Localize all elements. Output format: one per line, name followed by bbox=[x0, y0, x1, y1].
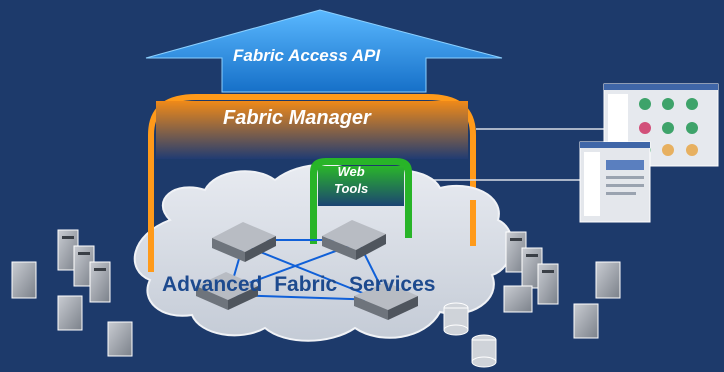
switch-icon bbox=[322, 220, 386, 260]
api-arrow bbox=[145, 9, 503, 93]
fabric-manager-label: Fabric Manager bbox=[223, 107, 371, 129]
fabric-manager-left-pillar bbox=[148, 200, 154, 272]
screenshot-thumbnail-icon bbox=[579, 141, 651, 223]
fabric-manager-right-pillar bbox=[470, 200, 476, 246]
web-tools-label: Web Tools bbox=[334, 163, 368, 197]
web-tools-band bbox=[318, 166, 404, 206]
server-icon bbox=[503, 231, 621, 339]
web-tools-label-line1: Web bbox=[337, 164, 365, 179]
switch-icon bbox=[196, 272, 258, 310]
server-icon bbox=[11, 229, 133, 357]
web-tools-label-line2: Tools bbox=[334, 181, 369, 196]
switch-icon bbox=[212, 222, 276, 262]
switch-icon bbox=[354, 282, 418, 320]
advanced-fabric-services-label: Advanced Fabric Services bbox=[162, 273, 436, 296]
storage-icon bbox=[443, 302, 497, 368]
fabric-manager-band bbox=[156, 101, 468, 159]
fabric-access-api-label: Fabric Access API bbox=[233, 46, 381, 65]
